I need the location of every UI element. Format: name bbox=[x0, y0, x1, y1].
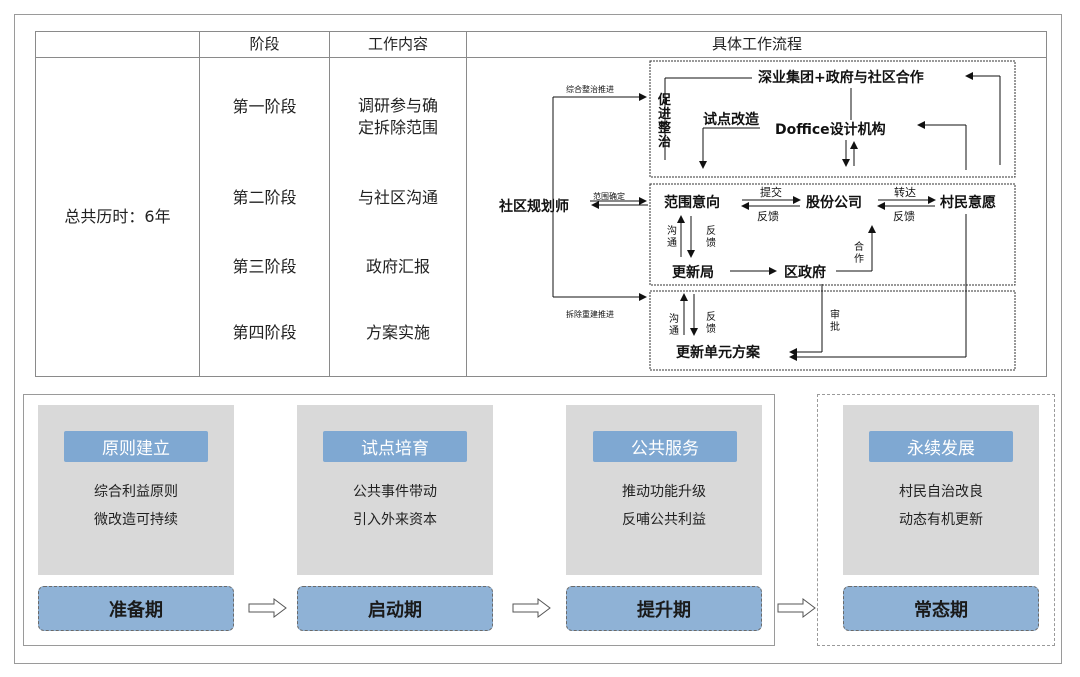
partner-label: 深业集团+政府与社区合作 bbox=[758, 69, 924, 86]
bureau-label: 更新局 bbox=[672, 264, 714, 281]
phase-item: 综合利益原则 bbox=[94, 484, 178, 500]
phase-item: 公共事件带动 bbox=[353, 484, 437, 500]
phase-item: 村民自治改良 bbox=[899, 484, 983, 500]
period-box: 准备期 bbox=[38, 586, 234, 631]
approve-label: 审批 bbox=[830, 308, 840, 333]
pilot-label: 试点改造 bbox=[703, 111, 759, 128]
stage-content-line: 调研参与确 bbox=[357, 96, 438, 115]
district-label: 区政府 bbox=[784, 264, 826, 281]
submit-label: 提交 bbox=[760, 185, 782, 199]
header-work-content: 工作内容 bbox=[367, 35, 428, 53]
stage-content: 政府汇报 bbox=[365, 257, 430, 276]
communicate-label: 沟通 bbox=[669, 312, 679, 337]
stage-name: 第一阶段 bbox=[232, 97, 297, 116]
stage-name: 第四阶段 bbox=[232, 323, 297, 342]
hollow-arrow-icon bbox=[512, 598, 551, 618]
stage-content: 与社区沟通 bbox=[357, 188, 438, 207]
phase-item: 反哺公共利益 bbox=[622, 512, 706, 528]
box-scope bbox=[649, 183, 1016, 286]
stage-name: 第三阶段 bbox=[232, 257, 297, 276]
box-renovation bbox=[649, 60, 1016, 178]
plan-label: 更新单元方案 bbox=[676, 344, 761, 361]
cooperate-label: 合作 bbox=[854, 240, 864, 265]
phase-tag: 试点培育 bbox=[323, 431, 467, 462]
communicate-label: 沟通 bbox=[667, 224, 677, 249]
phase-items: 公共事件带动 引入外来资本 bbox=[297, 478, 493, 534]
branch-label: 拆除重建推进 bbox=[566, 309, 614, 319]
stage-content: 方案实施 bbox=[365, 323, 430, 342]
relay-label: 转达 bbox=[894, 185, 916, 199]
feedback-label: 反馈 bbox=[706, 225, 716, 249]
stage-content-line: 定拆除范围 bbox=[357, 118, 438, 137]
designer-label: Doffice设计机构 bbox=[775, 121, 886, 138]
company-label: 股份公司 bbox=[806, 194, 862, 211]
phase-items: 综合利益原则 微改造可持续 bbox=[38, 478, 234, 534]
phase-items: 推动功能升级 反哺公共利益 bbox=[566, 478, 762, 534]
phase-tag: 原则建立 bbox=[64, 431, 208, 462]
phase-items: 村民自治改良 动态有机更新 bbox=[843, 478, 1039, 534]
outer-frame bbox=[14, 14, 1062, 664]
stage-name: 第二阶段 bbox=[232, 188, 297, 207]
feedback-label: 反馈 bbox=[757, 210, 779, 223]
villagers-label: 村民意愿 bbox=[940, 194, 996, 211]
period-box: 常态期 bbox=[843, 586, 1039, 631]
period-box: 提升期 bbox=[566, 586, 762, 631]
stage-content: 调研参与确 定拆除范围 bbox=[330, 94, 466, 140]
phase-item: 动态有机更新 bbox=[899, 512, 983, 528]
phase-tag: 公共服务 bbox=[593, 431, 737, 462]
phase-item: 引入外来资本 bbox=[353, 512, 437, 528]
phase-item: 推动功能升级 bbox=[622, 484, 706, 500]
hollow-arrow-icon bbox=[777, 598, 816, 618]
branch-label: 范围确定 bbox=[593, 191, 625, 201]
feedback-label: 反馈 bbox=[893, 210, 915, 223]
branch-label: 综合整治推进 bbox=[566, 84, 614, 94]
phase-tag: 永续发展 bbox=[869, 431, 1013, 462]
header-workflow: 具体工作流程 bbox=[711, 35, 802, 53]
header-stage: 阶段 bbox=[249, 35, 280, 53]
phase-item: 微改造可持续 bbox=[94, 512, 178, 528]
phase-frame-continuous bbox=[817, 394, 1055, 646]
feedback-label: 反馈 bbox=[706, 311, 716, 335]
hollow-arrow-icon bbox=[248, 598, 287, 618]
scope-label: 范围意向 bbox=[664, 194, 720, 211]
total-time: 总共历时：6年 bbox=[64, 207, 171, 226]
planner-label: 社区规划师 bbox=[498, 198, 569, 215]
phase-frame-main bbox=[23, 394, 775, 646]
period-box: 启动期 bbox=[297, 586, 493, 631]
